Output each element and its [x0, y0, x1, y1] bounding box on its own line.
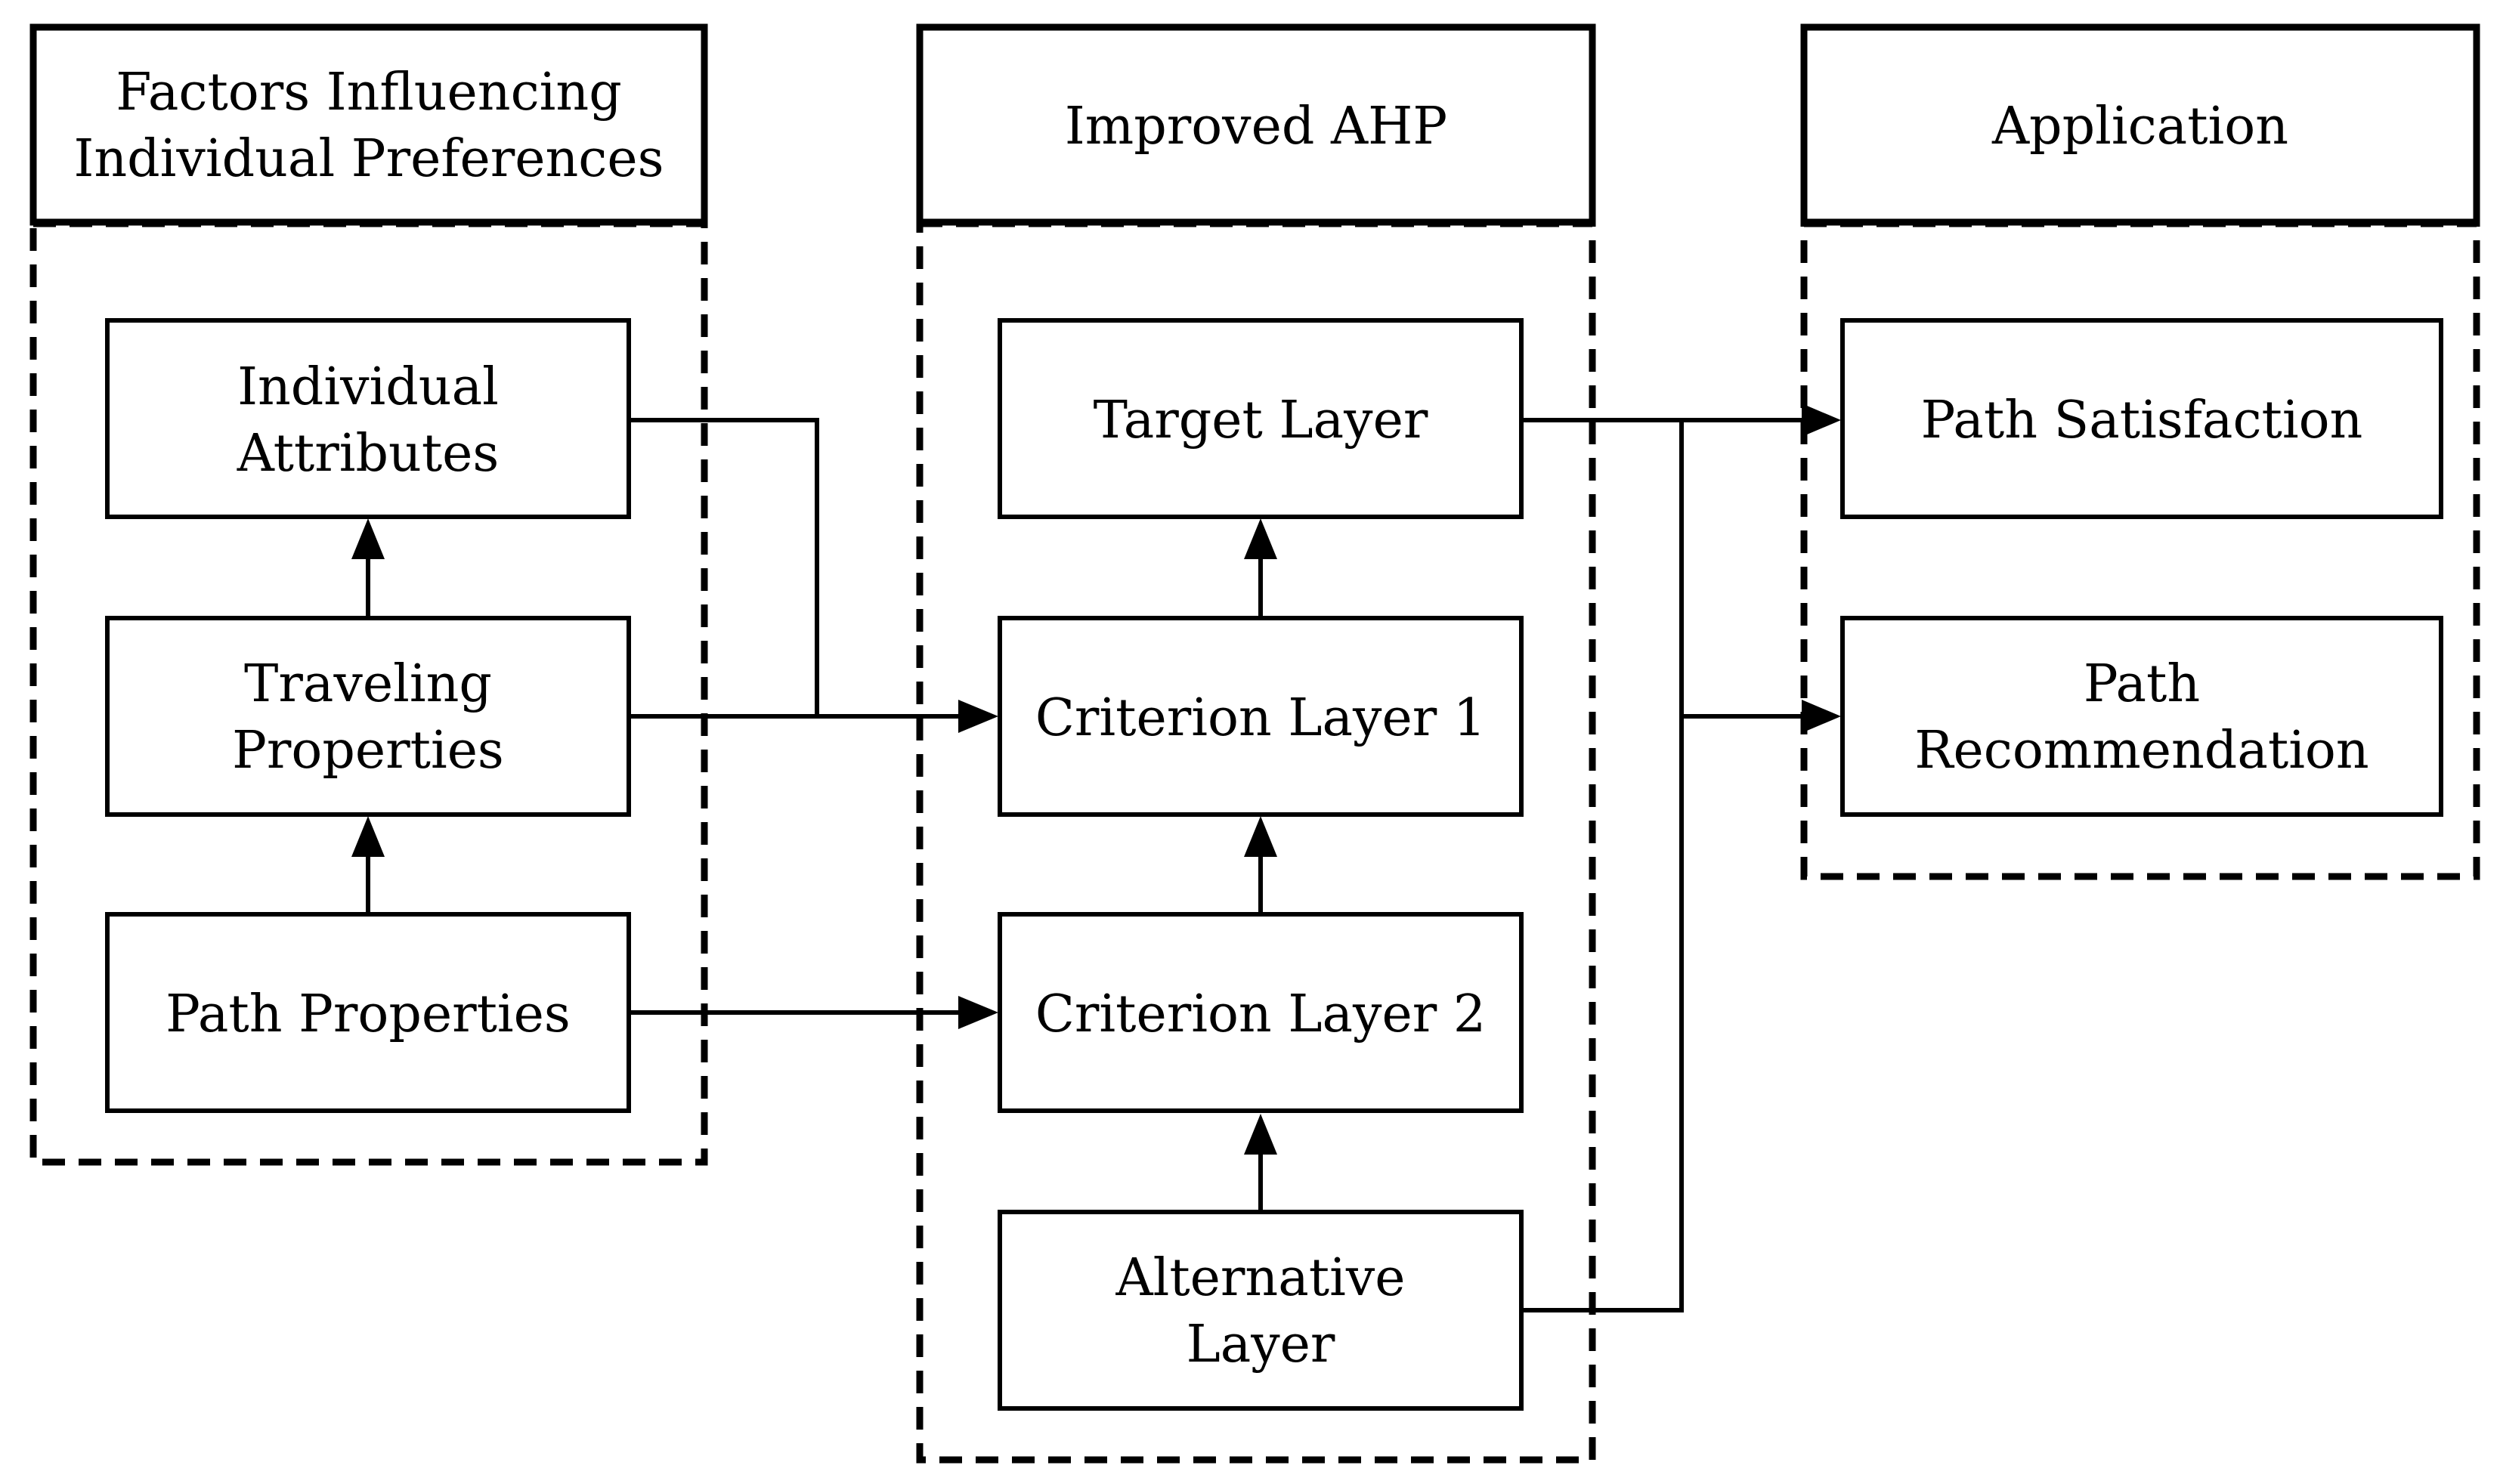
alternative-layer-line2: Layer [1187, 1315, 1335, 1374]
alternative-layer-box [998, 1210, 1524, 1411]
target-layer-box [998, 318, 1524, 519]
group-factors: Factors Influencing Individual Preferenc… [29, 23, 708, 1166]
arrow-criterion2-to-criterion1-head [1244, 816, 1277, 857]
traveling-properties-box [105, 616, 631, 817]
criterion-layer-2-label: Criterion Layer 2 [1035, 985, 1486, 1044]
criterion-layer-1-box [998, 616, 1524, 817]
ahp-header-box [916, 23, 1596, 226]
ahp-vertical-arrows [1244, 518, 1277, 1212]
factors-to-ahp-connectors [629, 418, 998, 1029]
factors-header-line1: Factors Influencing [116, 63, 621, 122]
traveling-properties-line1: Traveling [244, 654, 492, 714]
group-ahp: Improved AHP Target Layer Criterion Laye… [916, 23, 1596, 1464]
arrow-criterion1-to-target-head [1244, 518, 1277, 559]
connector-traveling-to-criterion1-head [958, 700, 998, 733]
application-header-box [1800, 23, 2480, 226]
criterion-layer-1-label: Criterion Layer 1 [1035, 688, 1486, 748]
factors-header-box [29, 23, 708, 226]
connector-alternative-bus [1521, 420, 1684, 1312]
traveling-properties-line2: Properties [232, 721, 504, 781]
connector-target-to-satisfaction-head [1802, 403, 1841, 437]
arrow-path-to-traveling-head [351, 816, 385, 857]
path-properties-label: Path Properties [166, 985, 571, 1044]
ahp-header-label: Improved AHP [1065, 97, 1447, 156]
connector-individual-to-criterion1 [629, 418, 819, 716]
individual-attributes-line1: Individual [237, 357, 499, 417]
path-recommendation-line1: Path [2084, 654, 2200, 714]
factors-vertical-arrows [351, 518, 385, 914]
path-recommendation-box [1840, 616, 2443, 817]
application-header-label: Application [1991, 97, 2288, 156]
arrow-alternative-to-criterion2-head [1244, 1114, 1277, 1155]
factors-header-line2: Individual Preferences [73, 129, 664, 189]
ahp-to-application-connectors [1521, 403, 1841, 1312]
path-recommendation-line2: Recommendation [1914, 721, 2369, 781]
alternative-layer-line1: Alternative [1115, 1248, 1406, 1308]
target-layer-label: Target Layer [1094, 391, 1428, 450]
path-satisfaction-box [1840, 318, 2443, 519]
path-properties-box [105, 912, 631, 1113]
criterion-layer-2-box [998, 912, 1524, 1113]
individual-attributes-line2: Attributes [237, 424, 500, 484]
connector-path-to-criterion2-head [958, 996, 998, 1029]
path-satisfaction-label: Path Satisfaction [1921, 391, 2363, 450]
arrow-traveling-to-individual-head [351, 518, 385, 559]
group-application: Application Path Satisfaction Path Recom… [1800, 23, 2480, 880]
individual-attributes-box [105, 318, 631, 519]
connector-to-recommendation-head [1802, 700, 1841, 733]
